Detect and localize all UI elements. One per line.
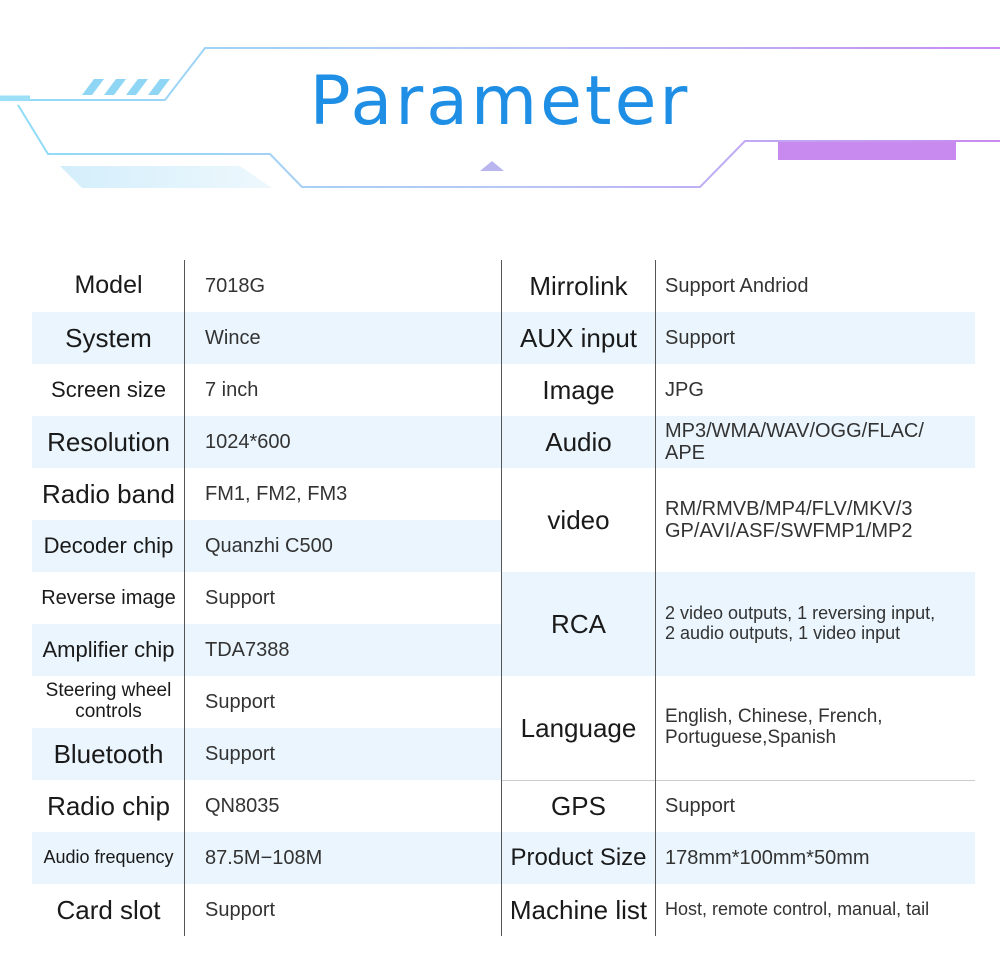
spec-label: RCA [551,608,606,639]
spec-value: RM/RMVB/MP4/FLV/MKV/3 GP/AVI/ASF/SWFMP1/… [665,498,913,542]
spec-value: 178mm*100mm*50mm [665,847,870,869]
page-title: Parameter [309,62,691,141]
spec-label: Card slot [56,894,161,925]
spec-value: Support [665,327,736,349]
spec-row: Audio frequency 87.5M−108M [32,832,502,884]
spec-value: FM1, FM2, FM3 [205,483,348,505]
spec-label: Machine list [509,894,648,925]
spec-row: Product Size 178mm*100mm*50mm [502,832,975,884]
spec-row: video RM/RMVB/MP4/FLV/MKV/3 GP/AVI/ASF/SW… [502,468,975,572]
spec-value: 7018G [205,275,266,297]
spec-value: Host, remote control, manual, tail [665,899,930,920]
spec-label: Radio chip [47,790,170,821]
spec-label: Reverse image [41,587,176,609]
spec-row: Audio MP3/WMA/WAV/OGG/FLAC/ APE [502,416,975,468]
spec-label: Audio [545,426,612,457]
spec-row: Reverse image Support [32,572,502,624]
spec-row: Mirrolink Support Andriod [502,260,975,312]
spec-value: MP3/WMA/WAV/OGG/FLAC/ APE [665,420,924,464]
spec-row: Card slot Support [32,884,502,936]
spec-row: Steering wheel controls Support [32,676,502,728]
spec-value: 2 video outputs, 1 reversing input, 2 au… [665,603,936,643]
spec-label: Product Size [510,843,647,871]
spec-row: GPS Support [502,780,975,832]
spec-label: GPS [551,790,606,821]
header-decoration [0,47,1000,188]
spec-row: RCA 2 video outputs, 1 reversing input, 2… [502,572,975,676]
spec-row: Image JPG [502,364,975,416]
row-divider [502,780,975,781]
spec-label: Radio band [42,478,175,509]
spec-label: Model [74,271,143,300]
spec-row: Screen size 7 inch [32,364,502,416]
column-divider [655,260,656,936]
spec-label: Mirrolink [529,270,628,301]
spec-row: Machine list Host, remote control, manual… [502,884,975,936]
triangle-marker-icon [480,161,504,171]
spec-value: Support [205,691,276,713]
spec-row: Model 7018G [32,260,502,312]
spec-label: Screen size [51,376,166,402]
spec-row: Amplifier chip TDA7388 [32,624,502,676]
spec-value: 7 inch [205,379,259,401]
spec-label: Image [542,374,615,405]
spec-value: Quanzhi C500 [205,535,333,557]
spec-row: Radio chip QN8035 [32,780,502,832]
spec-row: AUX input Support [502,312,975,364]
spec-row: Radio band FM1, FM2, FM3 [32,468,502,520]
spec-value: Wince [205,327,261,349]
purple-bar [778,142,956,160]
spec-row: Decoder chip Quanzhi C500 [32,520,502,572]
spec-label: Resolution [47,426,170,457]
spec-label: System [65,322,152,353]
header-top-line [0,47,1000,101]
spec-value: Support [205,899,276,921]
spec-value: QN8035 [205,795,280,817]
spec-label: Bluetooth [53,738,164,769]
stripe-icon [82,79,170,95]
spec-label: Language [520,712,637,743]
spec-label: Amplifier chip [42,636,175,662]
spec-value: Support [205,587,276,609]
spec-value: Support Andriod [665,275,809,297]
header-mid-line [17,104,1000,188]
spec-label: Decoder chip [43,532,174,558]
spec-label: video [547,504,610,535]
spec-row: Bluetooth Support [32,728,502,780]
spec-value: Support [665,795,736,817]
spec-label: AUX input [519,322,638,353]
column-divider [501,260,502,936]
spec-row: Language English, Chinese, French, Portug… [502,676,975,780]
spec-value: 87.5M−108M [205,847,323,869]
spec-row: System Wince [32,312,502,364]
spec-value: 1024*600 [205,431,291,453]
spec-value: English, Chinese, French, Portuguese,Spa… [665,706,883,748]
spec-row: Resolution 1024*600 [32,416,502,468]
spec-label: Steering wheel controls [45,680,172,722]
header-pale-band [60,166,272,188]
spec-value: Support [205,743,276,765]
column-divider [184,260,185,936]
spec-value: TDA7388 [205,639,290,661]
spec-value: JPG [665,379,704,401]
spec-label: Audio frequency [43,847,174,868]
